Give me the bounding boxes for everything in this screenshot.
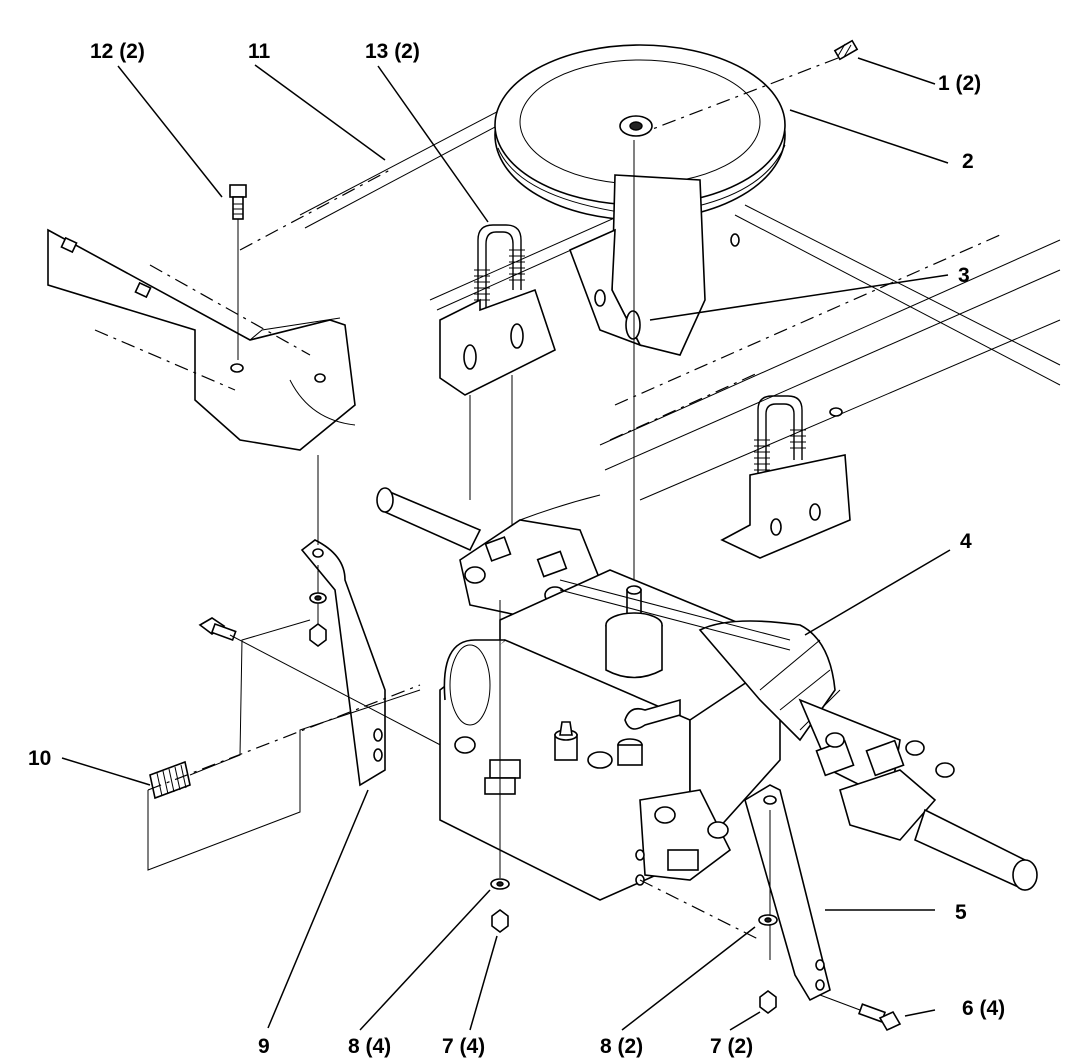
callout-1: 1 (2) (938, 72, 981, 95)
pulley (494, 44, 786, 221)
spring (147, 619, 421, 871)
bolt-12 (229, 184, 247, 360)
callout-7-center: 7 (4) (442, 1035, 485, 1058)
callout-8-right: 8 (2) (600, 1035, 643, 1058)
clamp-bracket-left (439, 288, 556, 580)
callout-2: 2 (962, 150, 974, 173)
callout-13: 13 (2) (365, 40, 420, 63)
bracket-5 (744, 784, 831, 1002)
callout-4: 4 (960, 530, 972, 553)
rear-plate (47, 228, 356, 451)
washer-nut-center (490, 600, 510, 933)
set-screw (649, 39, 859, 131)
callout-8-center: 8 (4) (348, 1035, 391, 1058)
callout-10: 10 (28, 747, 51, 770)
u-bolt-right (720, 395, 851, 559)
transaxle-body (439, 519, 1038, 901)
bracket-9 (300, 455, 386, 787)
pulley-support (568, 174, 843, 417)
callout-12: 12 (2) (90, 40, 145, 63)
bolt-left (198, 617, 451, 751)
callout-labels: 1 (2) 2 3 4 5 6 (4) 7 (2) 7 (4) 8 (2) 8 … (28, 40, 1005, 1058)
callout-6: 6 (4) (962, 997, 1005, 1020)
callout-11: 11 (248, 40, 271, 63)
axle-left (376, 487, 482, 552)
washer-nut-upper (309, 592, 327, 647)
bolt-right (819, 994, 902, 1032)
callout-5: 5 (955, 901, 967, 924)
callout-3: 3 (958, 264, 970, 287)
leader-lines (61, 57, 951, 1031)
callout-9: 9 (258, 1035, 270, 1058)
washer-nut-right (639, 879, 778, 1014)
callout-7-right: 7 (2) (710, 1035, 753, 1058)
u-bolt-left (474, 224, 525, 310)
